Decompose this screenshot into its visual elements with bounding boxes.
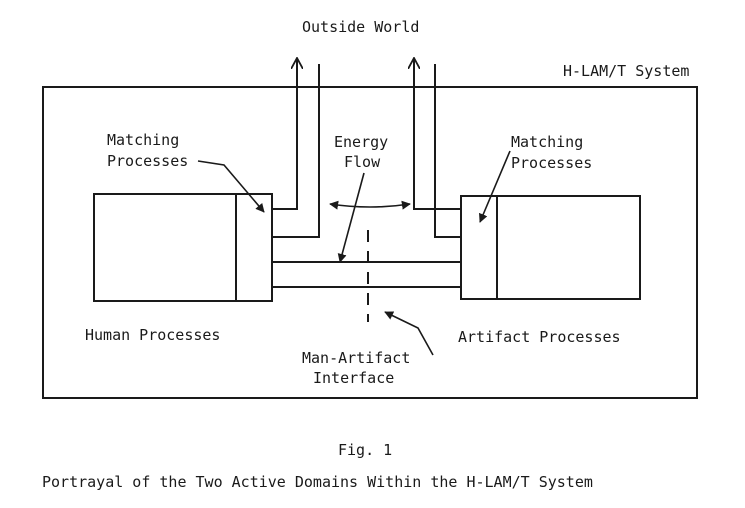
interface-label-line2: Interface: [313, 369, 394, 387]
human-processes-label: Human Processes: [85, 326, 220, 344]
artifact-processes-label: Artifact Processes: [458, 328, 621, 346]
matching-left-pointer: [197, 160, 265, 213]
energy-label-line2: Flow: [344, 153, 381, 171]
left-outside-channel-outer: [272, 58, 297, 210]
energy-flow-pointer: [337, 172, 365, 263]
matching-left-label-line1: Matching: [107, 131, 179, 149]
right-outside-channel-outer: [414, 58, 461, 210]
artifact-processes-box: [460, 195, 641, 300]
figure-number: Fig. 1: [338, 441, 392, 459]
interface-pointer: [384, 311, 434, 356]
interface-label-line1: Man-Artifact: [302, 349, 410, 367]
human-processes-box: [93, 193, 273, 302]
system-boundary: [42, 86, 698, 399]
matching-right-pointer: [479, 150, 511, 223]
matching-right-label-line2: Processes: [511, 154, 592, 172]
figure-caption: Portrayal of the Two Active Domains With…: [42, 473, 593, 491]
energy-label-line1: Energy: [334, 133, 388, 151]
right-outside-channel-inner: [434, 64, 461, 238]
matching-left-label-line2: Processes: [107, 152, 188, 170]
matching-right-label-line1: Matching: [511, 133, 583, 151]
system-label: H-LAM/T System: [563, 62, 689, 80]
energy-flow-arrow: [329, 200, 411, 210]
outside-world-label: Outside World: [302, 18, 419, 36]
left-outside-channel-inner: [272, 64, 320, 238]
